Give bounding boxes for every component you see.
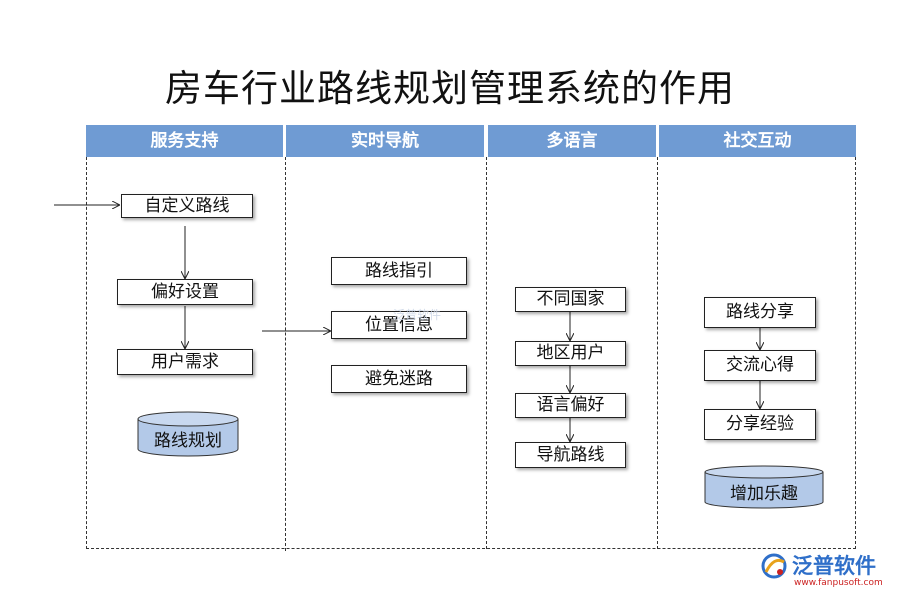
lane-divider — [86, 157, 87, 549]
process-box: 语言偏好 — [515, 393, 626, 418]
watermark: 泛普软件 — [393, 308, 442, 322]
column-header-service-support: 服务支持 — [86, 125, 283, 157]
process-box: 用户需求 — [117, 349, 253, 375]
process-box: 不同国家 — [515, 287, 626, 312]
process-box: 位置信息 — [331, 311, 467, 339]
logo-url: www.fanpusoft.com — [794, 578, 883, 588]
process-box: 交流心得 — [704, 350, 816, 381]
lane-divider — [285, 157, 286, 551]
lane-bottom-border — [86, 548, 856, 549]
database-label: 增加乐趣 — [730, 484, 798, 504]
column-header-social-interaction: 社交互动 — [659, 125, 856, 157]
database-cylinder: 路线规划 — [137, 411, 239, 457]
process-box: 地区用户 — [515, 341, 626, 366]
logo-name: 泛普软件 — [792, 554, 876, 578]
process-box: 路线指引 — [331, 257, 467, 285]
lane-divider — [486, 157, 487, 549]
database-cylinder: 增加乐趣 — [704, 465, 824, 509]
process-box: 导航路线 — [515, 442, 626, 468]
lane-divider — [855, 157, 856, 549]
brand-logo: 泛普软件 www.fanpusoft.com — [760, 550, 890, 590]
process-box: 避免迷路 — [331, 365, 467, 393]
column-header-realtime-navigation: 实时导航 — [286, 125, 484, 157]
logo-icon — [761, 553, 787, 579]
database-label: 路线规划 — [154, 431, 222, 451]
process-box: 分享经验 — [704, 409, 816, 440]
process-box: 路线分享 — [704, 297, 816, 328]
process-box: 偏好设置 — [117, 279, 253, 305]
process-box: 自定义路线 — [121, 194, 253, 218]
diagram-title: 房车行业路线规划管理系统的作用 — [165, 67, 735, 110]
column-header-multilanguage: 多语言 — [488, 125, 656, 157]
lane-divider — [657, 157, 658, 549]
